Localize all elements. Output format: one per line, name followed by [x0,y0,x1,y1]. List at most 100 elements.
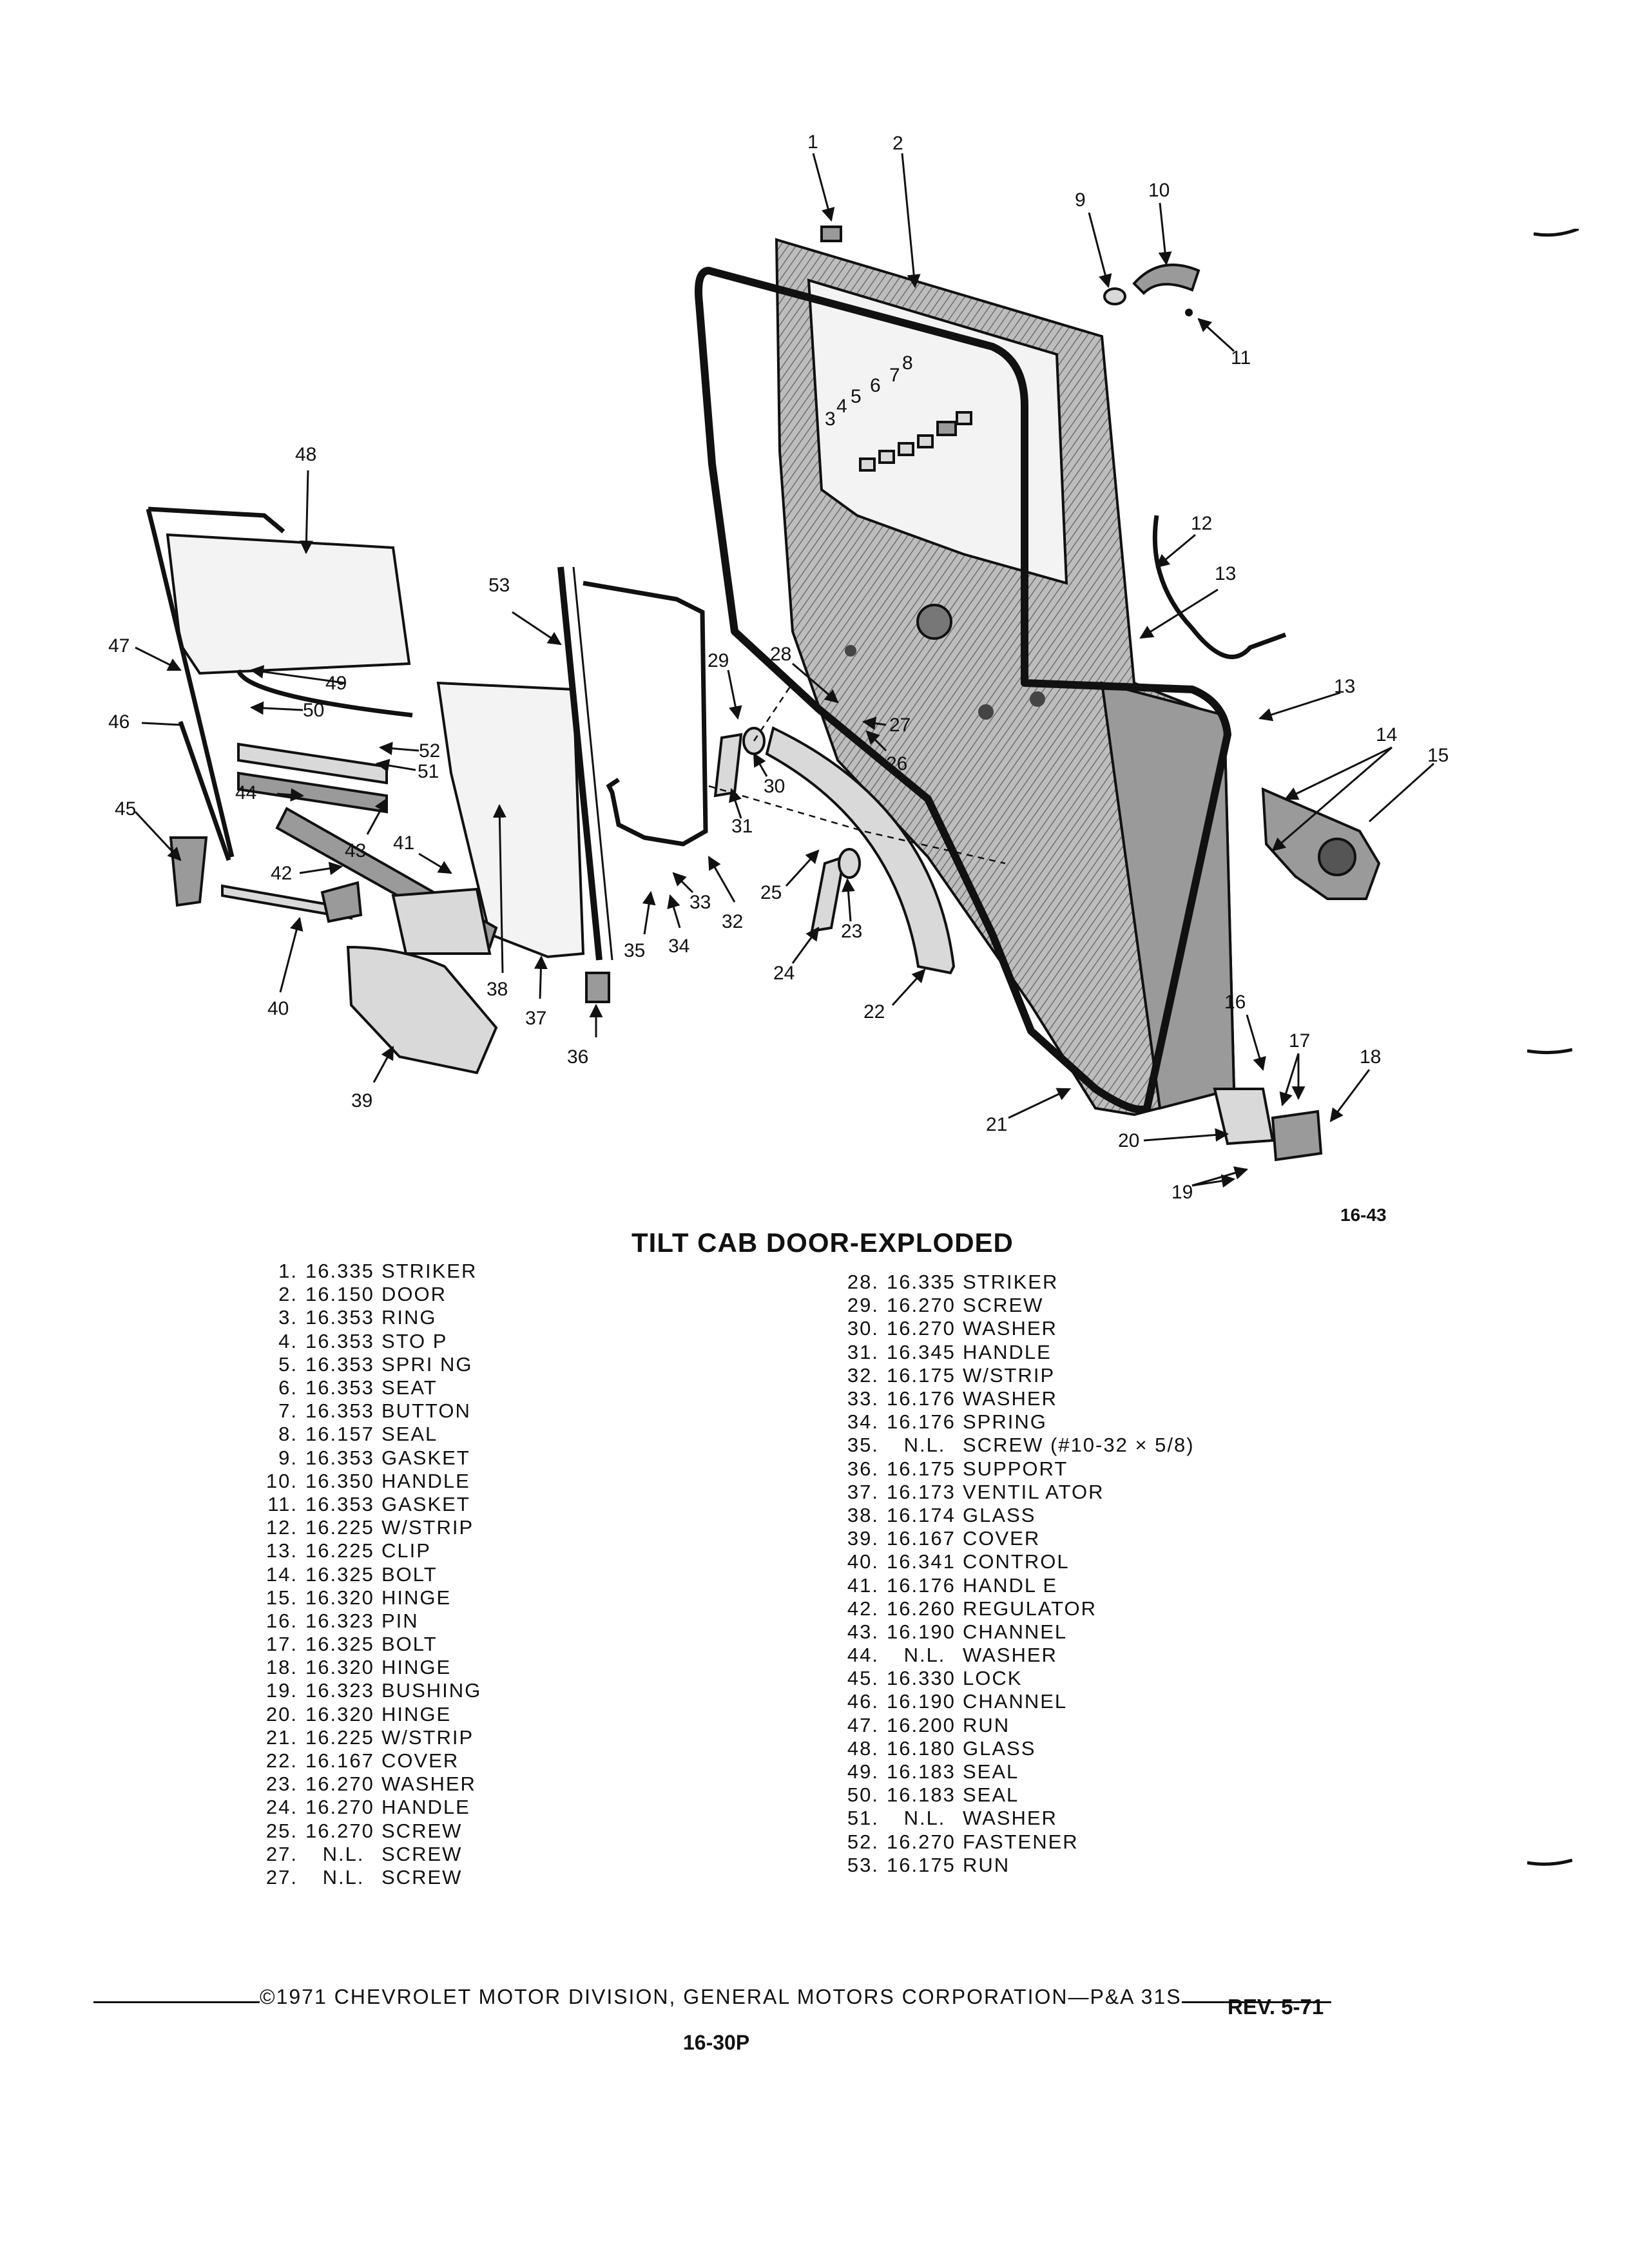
callout-leaders [134,153,1435,1188]
regulator-assembly [169,807,498,955]
part-name: SPRI NG [381,1352,473,1376]
door-shell [775,238,1236,1117]
regulator-cover [346,945,498,1075]
svg-text:50: 50 [303,700,324,721]
parts-list-row: 35.N.L.SCREW (#10-32 × 5/8) [825,1434,1195,1457]
part-name: GASKET [381,1492,470,1515]
svg-text:44: 44 [235,782,256,803]
svg-text:12: 12 [1191,513,1212,534]
part-name: CONTROL [963,1550,1070,1573]
group-number: 16.320 [305,1702,374,1725]
svg-text:41: 41 [393,832,414,854]
footer-rule-right [1181,2001,1331,2003]
figure-reference: 16-43 [1340,1205,1387,1225]
group-number: N.L. [322,1842,365,1865]
svg-text:5: 5 [851,386,862,407]
part-number: 50. [847,1783,879,1807]
part-number: 23. [265,1773,298,1796]
group-number: 16.167 [305,1749,374,1773]
svg-text:17: 17 [1289,1030,1310,1052]
svg-text:15: 15 [1427,745,1449,766]
svg-text:11: 11 [1231,347,1251,369]
svg-text:3: 3 [825,408,836,430]
part-number: 39. [847,1527,879,1550]
part-name: SCREW [381,1819,463,1842]
part-name: SPRING [963,1410,1047,1434]
group-number: 16.270 [887,1317,956,1340]
exploded-door-diagram: 1 2 3 4 5 6 7 8 9 10 11 12 13 13 14 15 1… [108,131,1449,1203]
part-name: FASTENER [963,1830,1079,1853]
svg-text:27: 27 [889,715,911,736]
group-number: 16.323 [305,1679,374,1702]
group-number: 16.353 [305,1492,374,1515]
part-name: GLASS [963,1503,1036,1526]
punch-mark [1527,1048,1572,1055]
punch-mark [1534,229,1579,237]
parts-list-row: 27.N.L.SCREW [244,1843,481,1866]
group-number: 16.345 [887,1340,956,1363]
part-number: 37. [847,1480,879,1503]
part-number: 9. [278,1446,298,1469]
revision-label: REV. 5-71 [1228,1995,1324,2019]
svg-text:33: 33 [689,892,711,913]
group-number: 16.320 [305,1656,374,1679]
group-number: 16.200 [887,1713,956,1736]
part-name: CLIP [381,1539,431,1562]
part-number: 10. [265,1469,298,1492]
part-number: 49. [847,1760,879,1783]
svg-text:49: 49 [325,673,347,694]
group-number: N.L. [903,1644,946,1667]
part-number: 35. [847,1434,879,1457]
svg-text:20: 20 [1118,1130,1139,1151]
part-name: SCREW [381,1865,463,1888]
group-number: 16.167 [887,1527,956,1550]
svg-text:7: 7 [889,365,900,386]
lock-cylinder-parts [859,411,972,472]
part-number: 30. [847,1317,879,1340]
svg-text:6: 6 [870,375,881,396]
footer-rule-left [93,2001,260,2003]
part-name: RING [381,1306,437,1329]
part-name: HINGE [381,1586,452,1609]
part-name: STRIKER [963,1271,1059,1294]
part-number: 20. [265,1702,298,1725]
upper-hinge [1261,787,1381,900]
part-number: 41. [847,1573,879,1597]
window-weatherstrip [1152,515,1287,659]
part-number: 43. [847,1620,879,1643]
group-number: 16.190 [887,1620,956,1643]
svg-text:8: 8 [902,352,913,374]
group-number: 16.183 [887,1760,956,1783]
group-number: 16.260 [887,1597,956,1620]
group-number: 16.180 [887,1736,956,1760]
part-number: 21. [265,1725,298,1749]
svg-text:35: 35 [624,940,645,961]
group-number: 16.353 [305,1306,374,1329]
inner-cover [765,726,956,975]
part-name: WASHER [963,1644,1057,1667]
group-number: 16.353 [305,1352,374,1376]
